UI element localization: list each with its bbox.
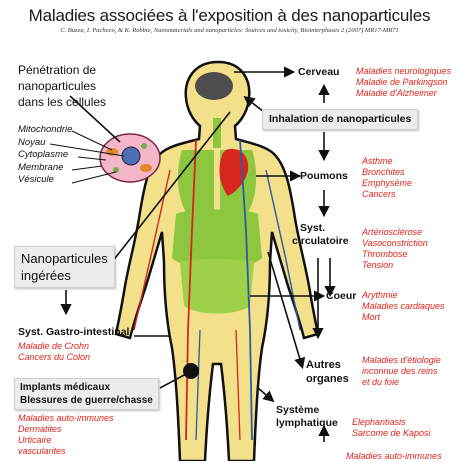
cell-parts-list: Mitochondrie Noyau Cytoplasme Membrane V… <box>18 124 72 187</box>
cell-part-label: Cytoplasme <box>18 149 72 162</box>
organ-lymphatic-label: Système lymphatique <box>276 404 338 430</box>
organ-brain-label: Cerveau <box>298 66 339 79</box>
cell-part-label: Noyau <box>18 137 72 150</box>
organ-other-label: Autres organes <box>306 358 349 386</box>
cell-part-label: Mitochondrie <box>18 124 72 137</box>
gastro-label: Syst. Gastro-intestinal <box>18 326 129 339</box>
implants-box: Implants médicaux Blessures de guerre/ch… <box>14 378 159 410</box>
cell-illustration <box>100 134 160 182</box>
organ-circulatory-label: Syst. circulatoire <box>292 222 349 248</box>
gastro-diseases: Maladie de Crohn Cancers du Colon <box>18 341 90 363</box>
circulatory-diseases: Artériosclérose Vasoconstriction Thrombo… <box>362 227 428 271</box>
other-organs-diseases: Maladies d'étiologie inconnue des reins … <box>362 355 441 388</box>
brain <box>195 72 233 100</box>
organ-heart-label: Coeur <box>326 290 356 303</box>
implants-diseases: Maladies auto-immunes Dermatites Urticai… <box>18 413 114 457</box>
inhalation-box: Inhalation de nanoparticules <box>262 109 418 130</box>
cell-part-label: Vésicule <box>18 174 72 187</box>
lymphatic-diseases: Elephantiasis Sarcome de Kaposi <box>352 417 431 439</box>
heart-diseases: Arythmie Maladies cardiaques Mort <box>362 290 445 323</box>
cell-part-label: Membrane <box>18 162 72 175</box>
ingestion-box: Nanoparticules ingérées <box>14 246 115 288</box>
implant-dot <box>183 363 199 379</box>
brain-diseases: Maladies neurologiques Maladie de Parkin… <box>356 66 451 99</box>
cell-panel-heading: Pénétration de nanoparticules dans les c… <box>18 62 106 110</box>
lungs-diseases: Asthme Bronchites Emphysème Cancers <box>362 156 412 200</box>
bottom-partial-label: Maladies auto-immunes <box>346 451 442 462</box>
organ-lungs-label: Poumons <box>300 170 348 183</box>
